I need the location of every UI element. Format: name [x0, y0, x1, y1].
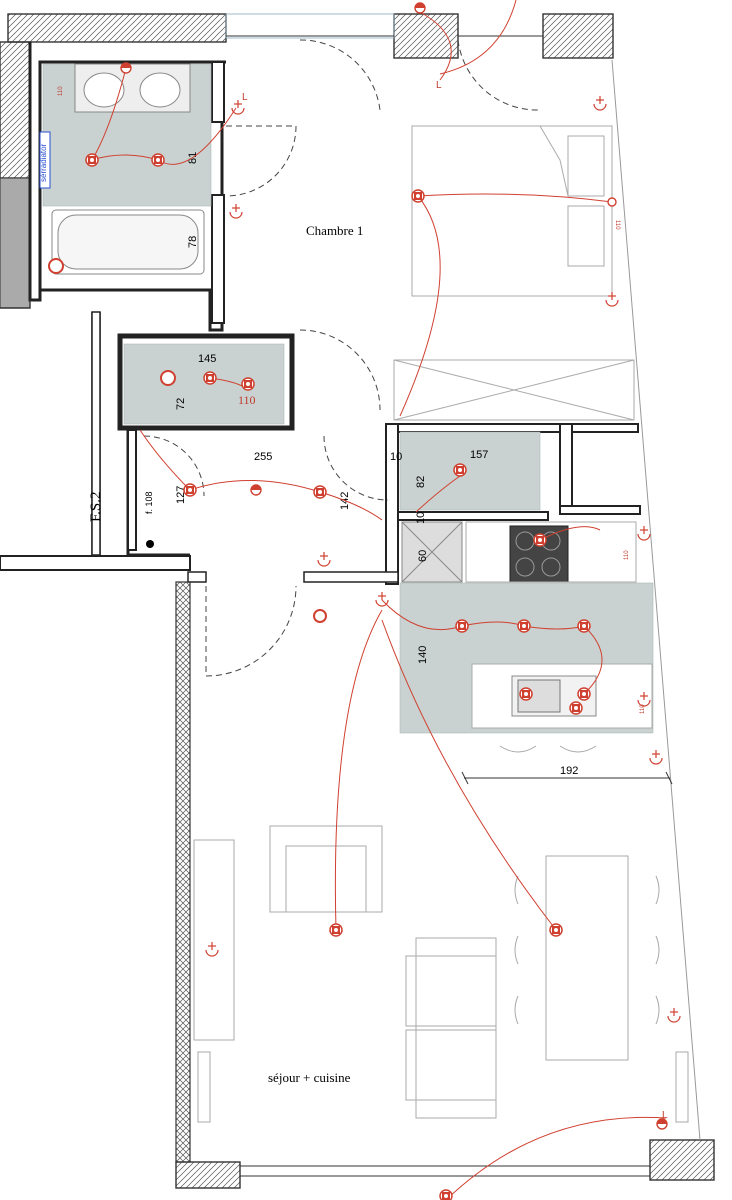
room-label-living: séjour + cuisine [268, 1070, 351, 1085]
light-icon [411, 189, 425, 203]
socket-icon [313, 609, 327, 623]
light-icon [577, 619, 591, 633]
spot-icon [120, 62, 132, 74]
light-icon [439, 1189, 453, 1200]
bedroom-furniture [393, 125, 635, 421]
switch-icon [605, 291, 619, 307]
switch-icon [667, 1007, 681, 1023]
light-icon [183, 483, 197, 497]
dim-140: 140 [417, 646, 429, 664]
socket-icon [48, 258, 64, 274]
light-icon [241, 377, 255, 391]
dim-60: 60 [417, 550, 429, 562]
dim-110-wc: 110 [238, 393, 256, 407]
dim-255: 255 [254, 451, 272, 463]
light-icon [203, 371, 217, 385]
light-icon [453, 463, 467, 477]
dim-110-kitchen: 110 [624, 550, 630, 560]
dim-110-window: 110 [640, 704, 646, 714]
switch-icon [649, 749, 663, 765]
dim-82: 82 [415, 476, 427, 488]
light-icon [519, 687, 533, 701]
dim-157: 157 [470, 449, 488, 461]
dim-10b: 10 [415, 512, 427, 524]
shaft-sub-label: f. 108 [144, 491, 154, 514]
switch-icon [205, 941, 219, 957]
light-icon [455, 619, 469, 633]
doors [143, 39, 541, 677]
socket-icon [160, 370, 176, 386]
light-icon [85, 153, 99, 167]
light-L-label: L [662, 1110, 668, 1121]
dim-10a: 10 [390, 451, 402, 463]
light-icon [569, 701, 583, 715]
socket-110-label: 110 [614, 220, 620, 230]
light-icon [533, 533, 547, 547]
dim-145: 145 [198, 353, 216, 365]
tiled-floors [42, 63, 654, 734]
switch-icon [229, 203, 243, 219]
light-icon [517, 619, 531, 633]
switch-icon [593, 95, 607, 111]
dim-110-bath: 110 [58, 86, 64, 96]
dim-78: 78 [187, 236, 199, 248]
switch-icon [317, 551, 331, 567]
room-label-bedroom: Chambre 1 [306, 223, 363, 238]
dimensions: 81 78 145 72 110 255 127 142 157 10 82 1… [58, 86, 673, 785]
shaft-label: F.S.2 [88, 492, 104, 522]
dim-72: 72 [175, 398, 187, 410]
spot-icon [250, 484, 262, 496]
socket-icon [607, 197, 617, 207]
walls [0, 13, 715, 1189]
radiator-label: sèrradiator [39, 143, 48, 182]
shaft-dot-icon [146, 540, 154, 548]
light-icon [577, 687, 591, 701]
switch-icon [375, 591, 389, 607]
switch-icon [637, 525, 651, 541]
light-icon [313, 485, 327, 499]
bathroom-fixtures [39, 63, 205, 275]
spot-icon [414, 2, 426, 14]
living-furniture [193, 745, 689, 1123]
light-L-label: L [242, 92, 248, 103]
light-L-label: L [436, 80, 442, 91]
light-icon [549, 923, 563, 937]
dim-192: 192 [560, 765, 578, 777]
light-icon [329, 923, 343, 937]
light-icon [151, 153, 165, 167]
electrical-symbols [48, 2, 681, 1200]
